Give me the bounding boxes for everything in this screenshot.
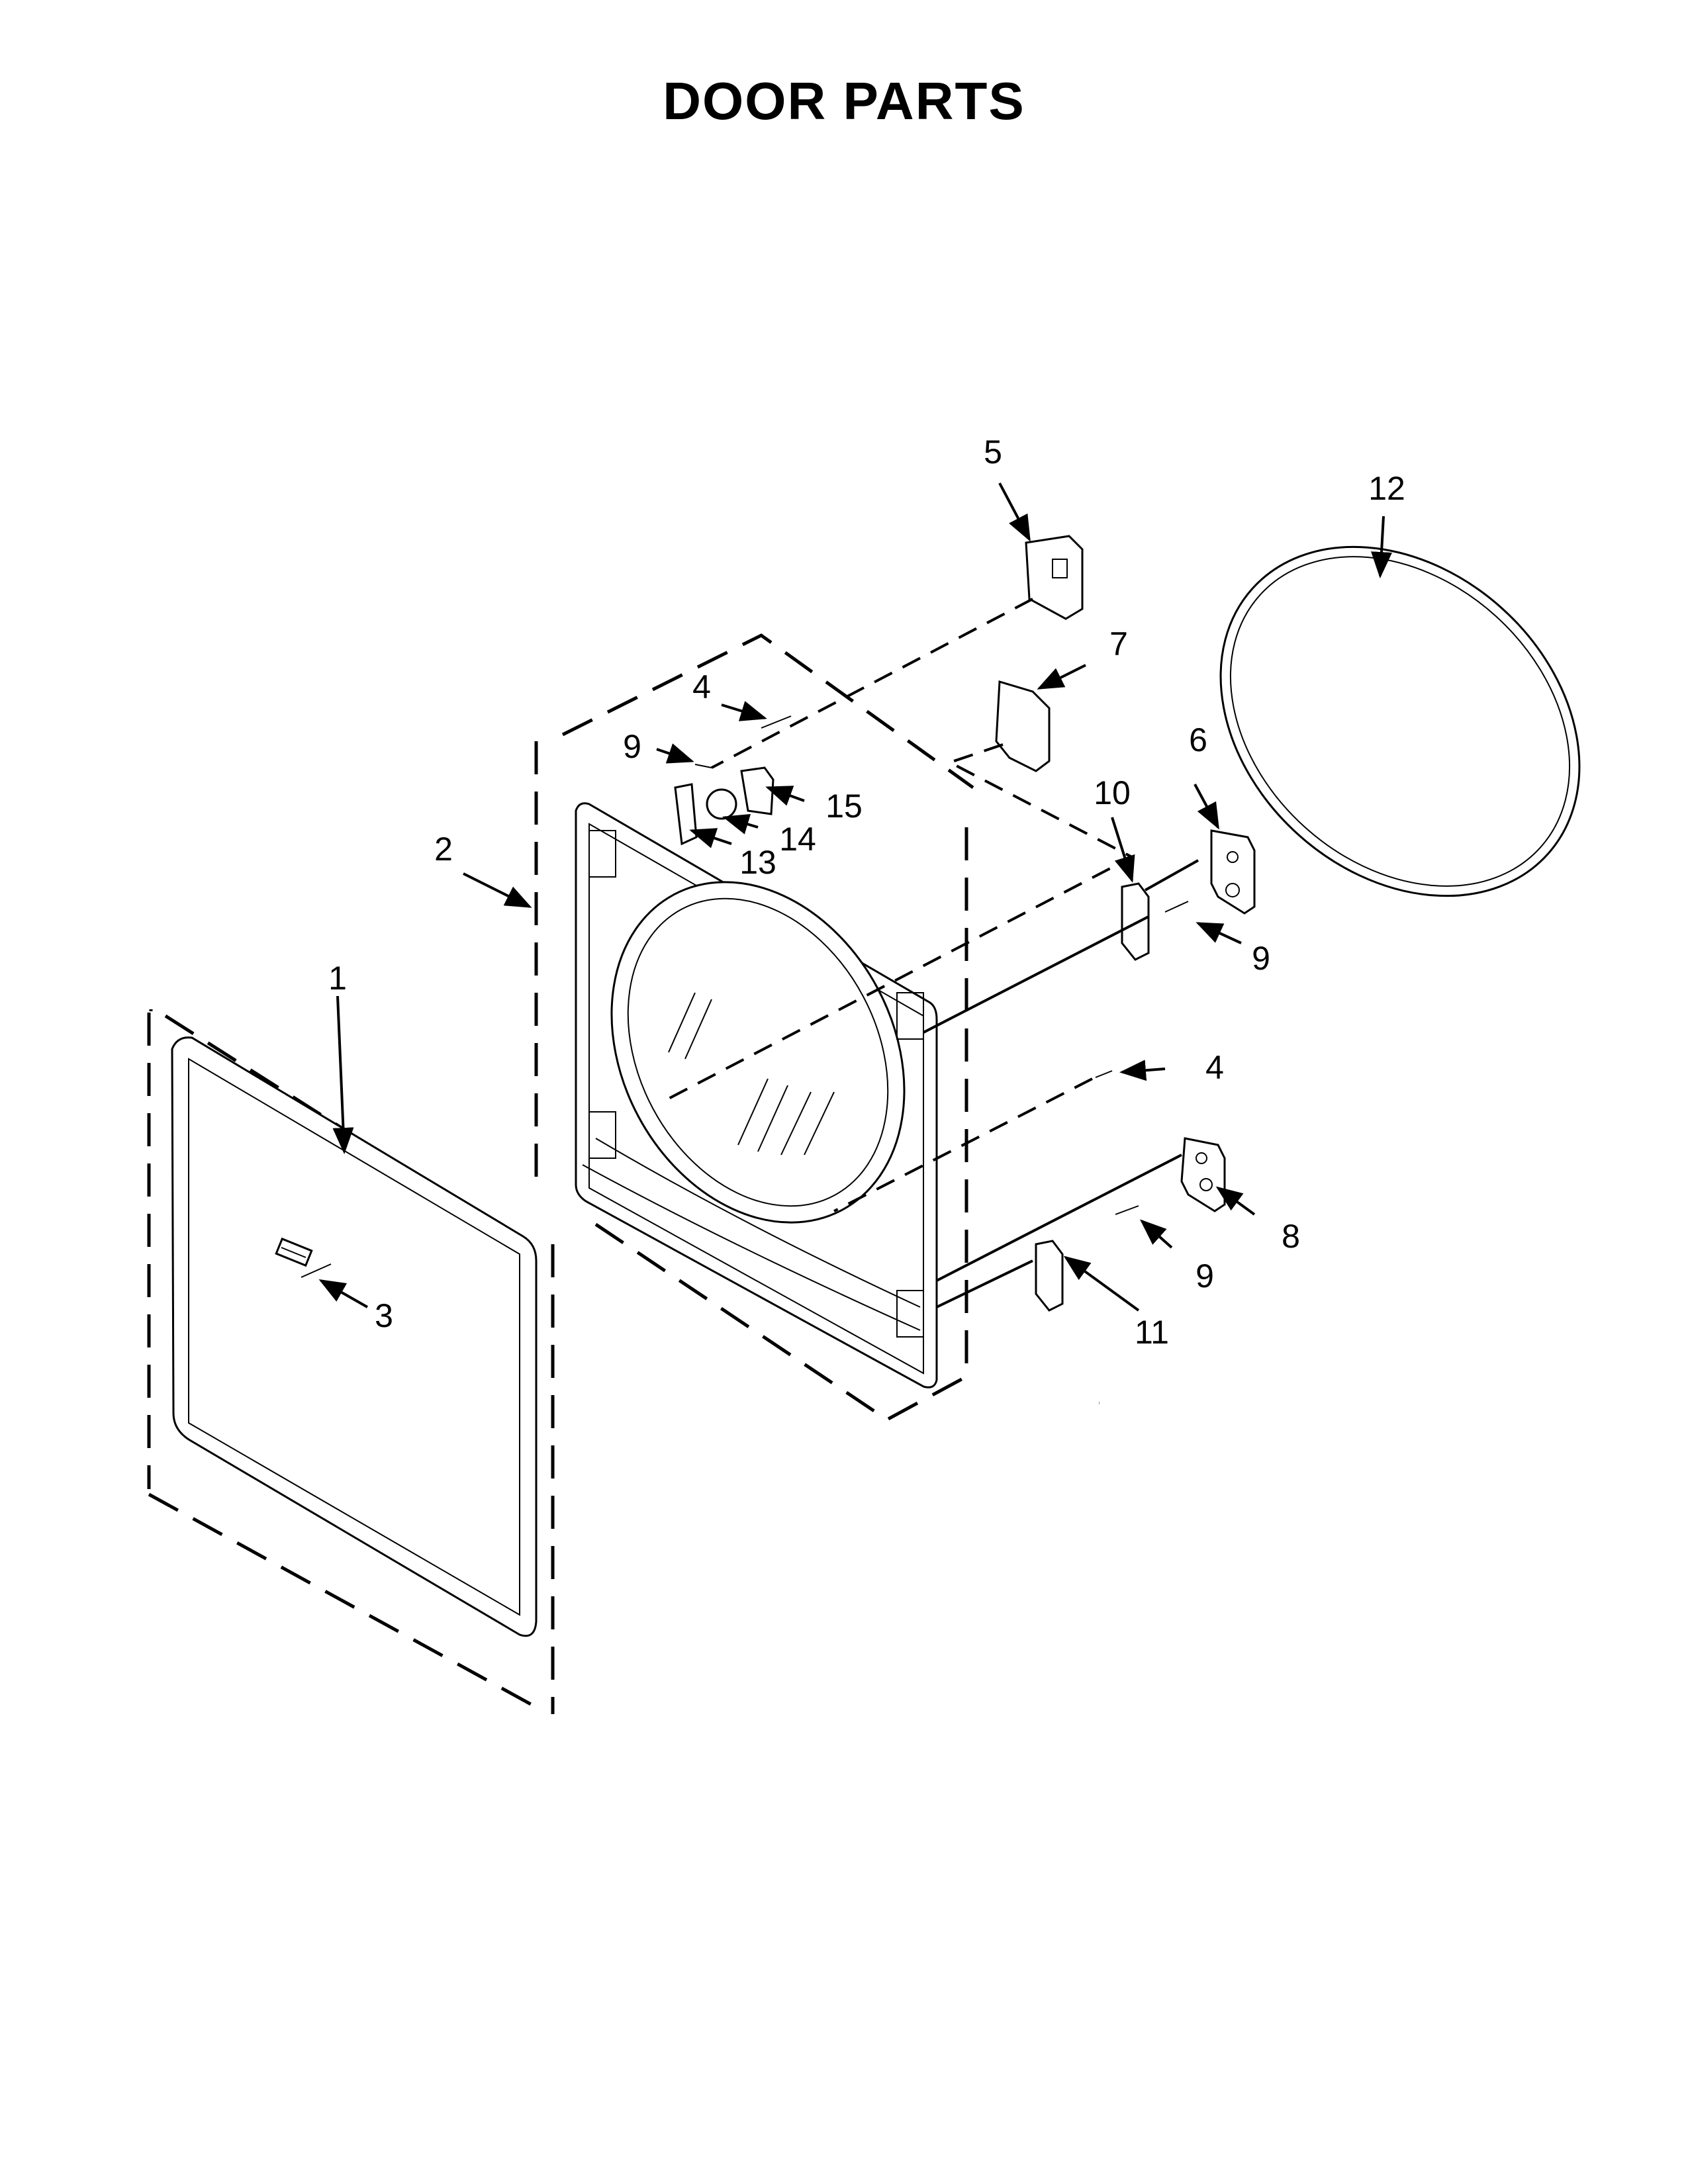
callout-5: 5 [984, 433, 1002, 471]
hinge-bracket-5 [1025, 535, 1084, 620]
callout-13: 13 [739, 844, 776, 881]
callout-7: 7 [1109, 625, 1128, 662]
callout-1: 1 [328, 960, 347, 997]
callout-2: 2 [434, 831, 453, 868]
callout-11: 11 [1135, 1314, 1169, 1351]
callout-9-right: 9 [1252, 940, 1270, 977]
screw-9-lower [1115, 1205, 1139, 1215]
screw-9-left [694, 764, 712, 768]
hinge-plate-8 [1180, 1137, 1226, 1212]
hinge-plate-6 [1210, 829, 1256, 915]
callout-labels: 1 2 3 4 4 5 6 7 8 9 9 9 10 11 12 13 14 1… [328, 433, 1405, 1351]
assembly-lines [301, 598, 1199, 1308]
inner-door-frame [534, 633, 974, 1422]
hinge-10 [1121, 882, 1150, 961]
screw-9-right [1164, 901, 1189, 913]
callout-8: 8 [1282, 1218, 1300, 1255]
callout-9-left: 9 [623, 728, 641, 765]
callout-3: 3 [375, 1297, 393, 1334]
hinge-11 [1035, 1240, 1064, 1312]
hinge-cover-7 [995, 680, 1051, 772]
callout-4-mid: 4 [1205, 1049, 1224, 1086]
callout-9-lower: 9 [1196, 1257, 1214, 1295]
callout-6: 6 [1189, 721, 1207, 758]
door-gasket [1219, 545, 1581, 897]
nameplate-badge [275, 1237, 313, 1267]
callout-12: 12 [1368, 470, 1405, 507]
hinge-parts-top [674, 766, 774, 846]
page-title: DOOR PARTS [663, 71, 1025, 130]
callout-15: 15 [825, 788, 863, 825]
outer-door-panel [147, 1009, 555, 1714]
callout-10: 10 [1094, 774, 1131, 811]
callout-14: 14 [779, 821, 816, 858]
callout-4-top: 4 [692, 668, 711, 705]
screw-4-top [761, 715, 792, 729]
leader-arrows [318, 482, 1392, 1312]
screw-4-mid [1095, 1070, 1113, 1078]
